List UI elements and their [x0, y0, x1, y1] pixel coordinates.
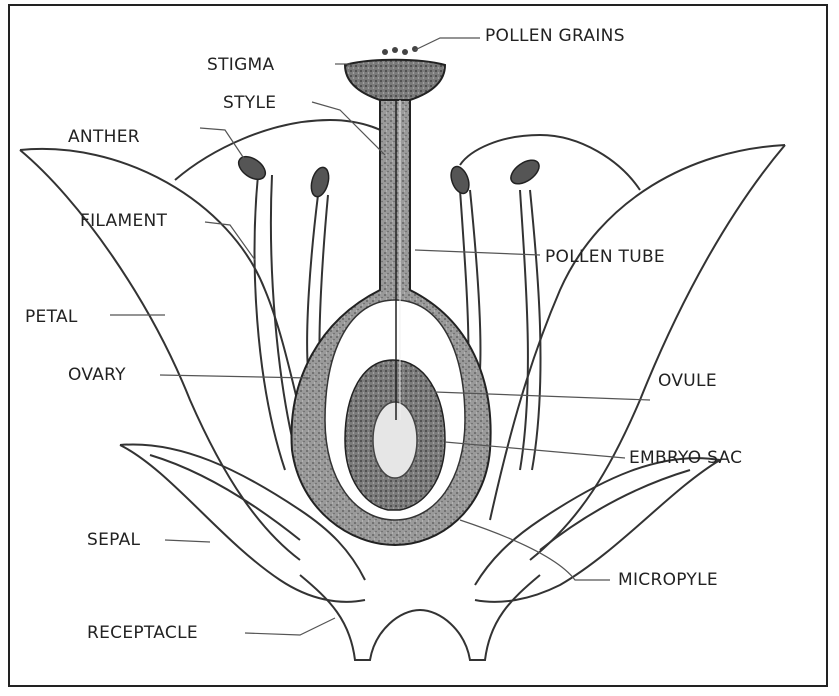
label-stigma: STIGMA: [207, 57, 274, 74]
label-pollen-grains: POLLEN GRAINS: [485, 28, 625, 45]
label-embryo-sac: EMBRYO SAC: [629, 450, 742, 467]
receptacle-shape: [300, 575, 540, 660]
pollen-grains-shape: [382, 46, 418, 55]
label-petal: PETAL: [25, 309, 78, 326]
stigma-shape: [345, 60, 445, 100]
label-ovule: OVULE: [658, 373, 717, 390]
label-anther: ANTHER: [68, 129, 140, 146]
label-sepal: SEPAL: [87, 532, 140, 549]
label-filament: FILAMENT: [80, 213, 167, 230]
embryo-sac-shape: [373, 402, 417, 478]
label-micropyle: MICROPYLE: [618, 572, 718, 589]
label-style: STYLE: [223, 95, 276, 112]
label-pollen-tube: POLLEN TUBE: [545, 249, 665, 266]
label-receptacle: RECEPTACLE: [87, 625, 198, 642]
label-ovary: OVARY: [68, 367, 126, 384]
